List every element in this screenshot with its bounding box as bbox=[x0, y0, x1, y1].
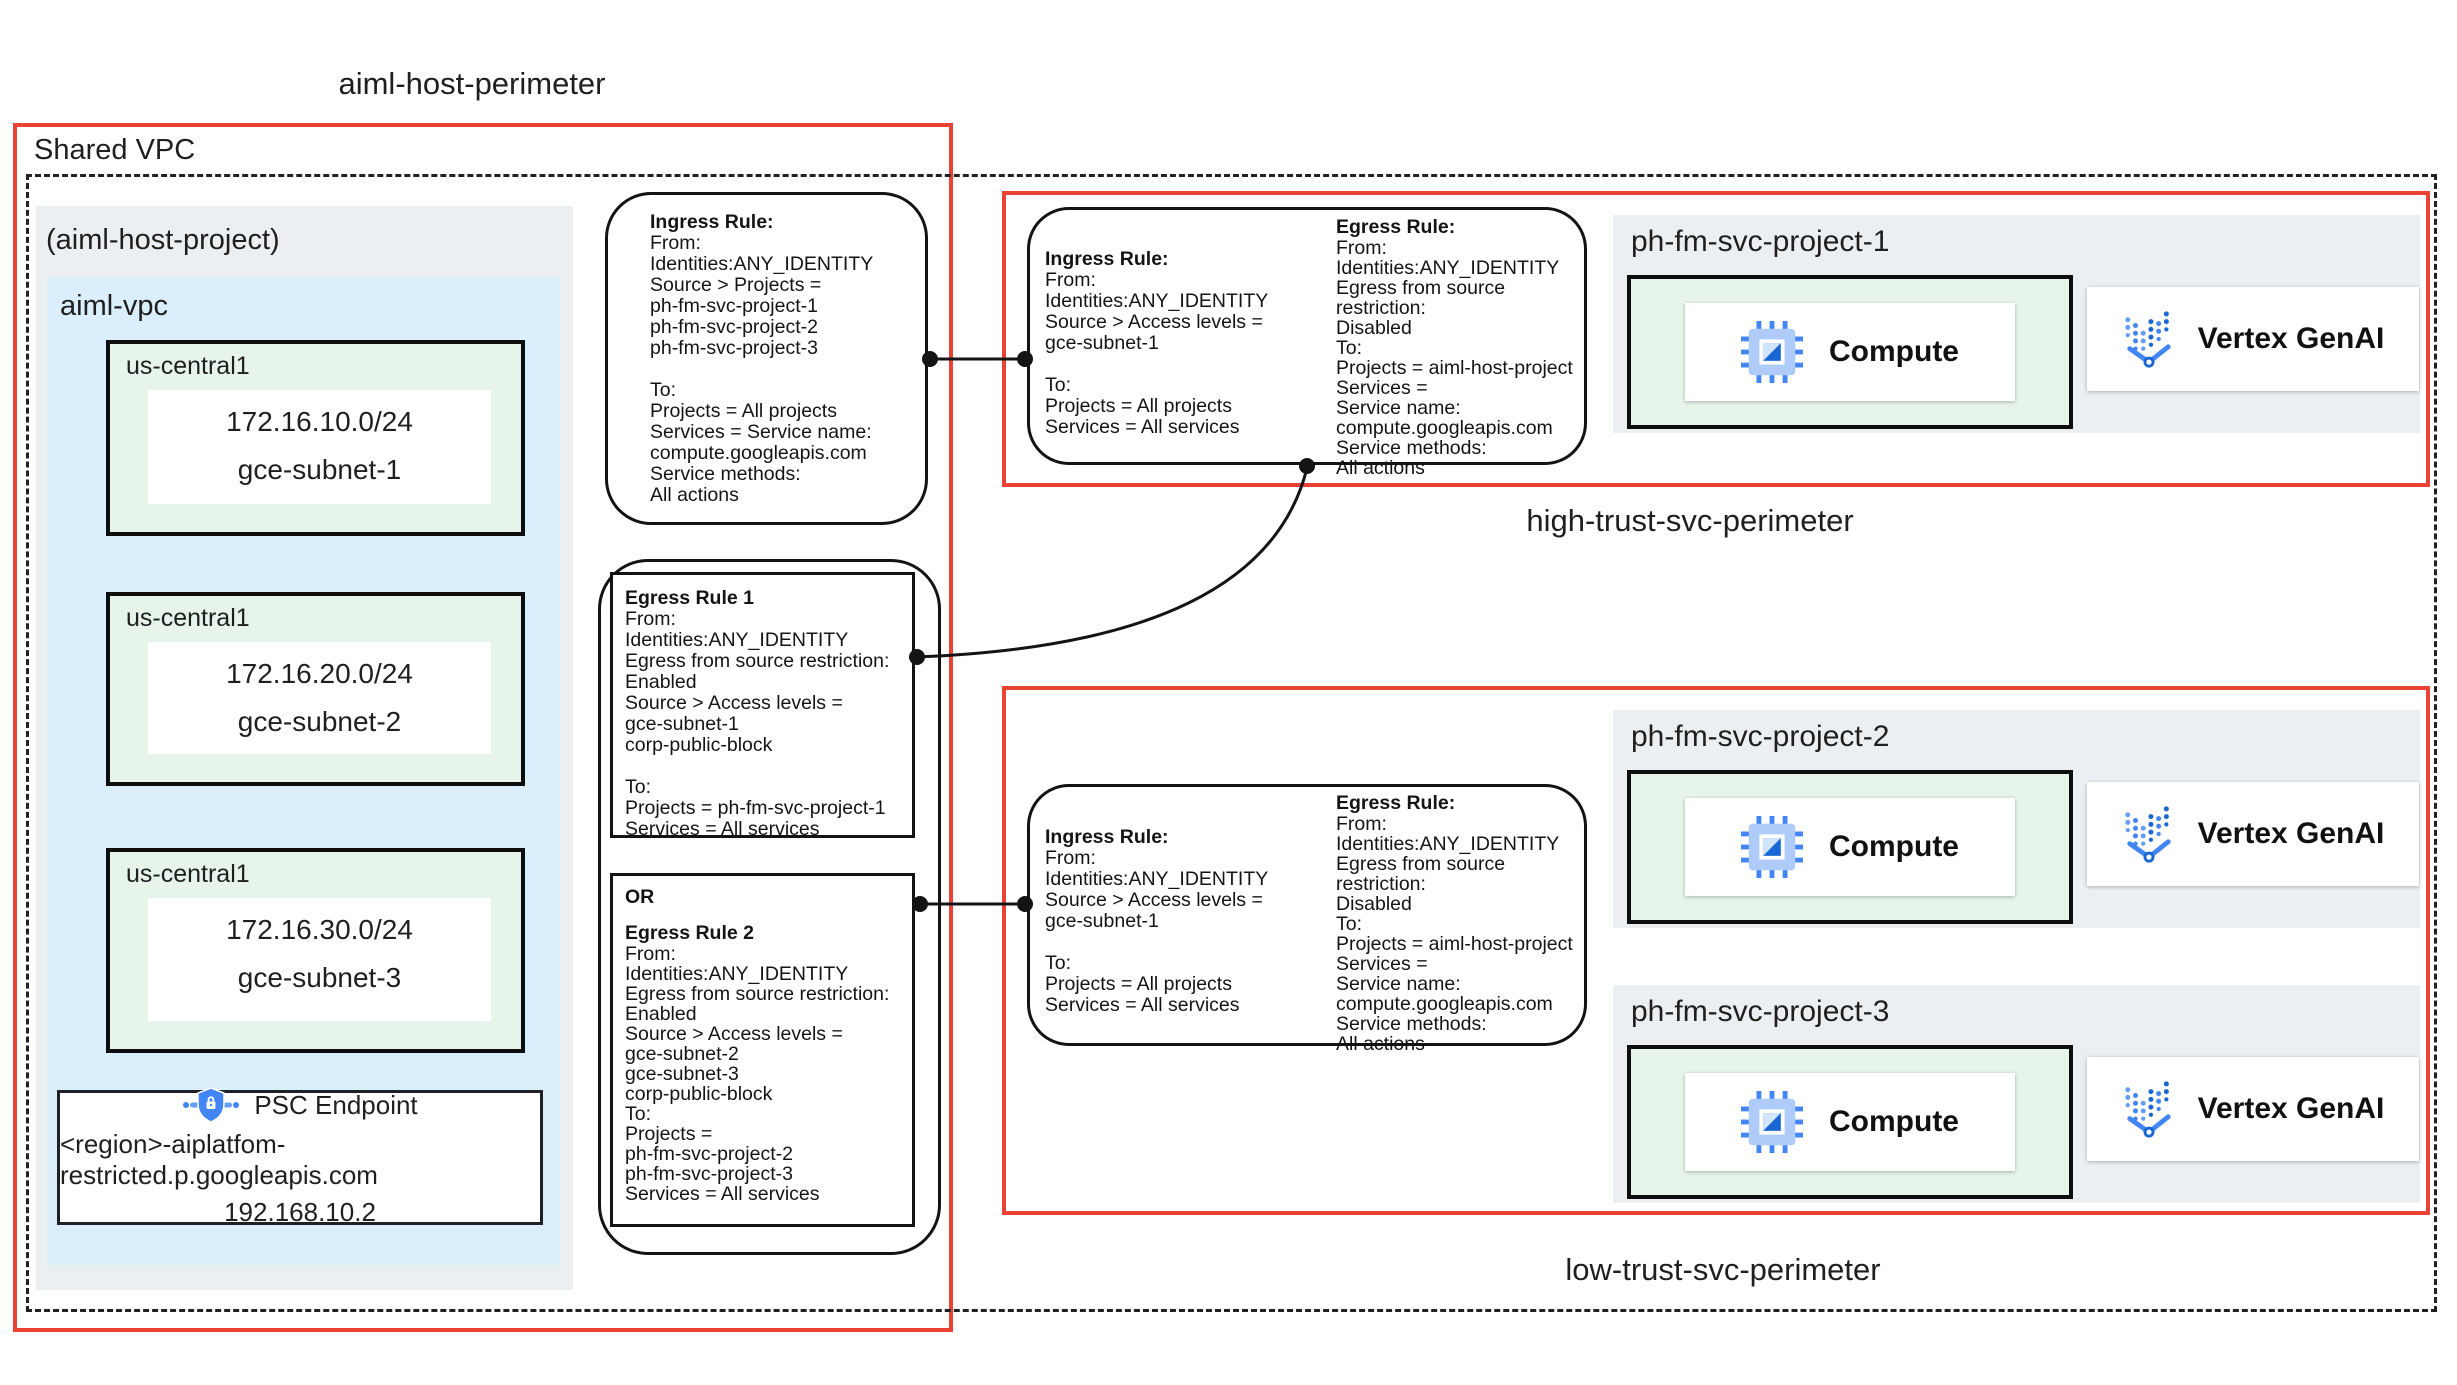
project-2-vertex-label: Vertex GenAI bbox=[2197, 817, 2385, 850]
project-3-compute-frame: Compute bbox=[1627, 1045, 2073, 1199]
high-trust-perimeter-frame bbox=[1002, 191, 2430, 487]
project-3-vertex-card: Vertex GenAI bbox=[2087, 1057, 2419, 1161]
compute-engine-icon bbox=[1741, 321, 1803, 383]
host-egress-rule1-body: From: Identities:ANY_IDENTITY Egress fro… bbox=[625, 608, 890, 840]
subnet-box-3: us-central1 172.16.30.0/24 gce-subnet-3 bbox=[106, 848, 525, 1053]
host-egress-or-label: OR bbox=[625, 886, 655, 908]
low-trust-ingress-body: From: Identities:ANY_IDENTITY Source > A… bbox=[1045, 847, 1269, 1016]
project-2-compute-label: Compute bbox=[1829, 830, 1959, 863]
subnet-2-name: gce-subnet-2 bbox=[237, 706, 402, 737]
low-trust-rules-box bbox=[1027, 784, 1587, 1046]
subnet-3-region: us-central1 bbox=[126, 860, 250, 888]
psc-endpoint-box: PSC Endpoint <region>-aiplatfom-restrict… bbox=[57, 1087, 543, 1227]
high-trust-egress-body: From: Identities:ANY_IDENTITY Egress fro… bbox=[1336, 237, 1573, 479]
aiml-host-perimeter-label: aiml-host-perimeter bbox=[338, 66, 606, 101]
project-panel-2: ph-fm-svc-project-2 Compute bbox=[1613, 710, 2420, 928]
high-trust-ingress-title: Ingress Rule: bbox=[1045, 248, 1169, 270]
compute-engine-icon bbox=[1741, 1091, 1803, 1153]
shared-vpc-label: Shared VPC bbox=[34, 134, 196, 166]
host-egress-rule2-body: From: Identities:ANY_IDENTITY Egress fro… bbox=[625, 943, 890, 1205]
project-panel-1: ph-fm-svc-project-1 Compute bbox=[1613, 215, 2420, 433]
subnet-3-cidr: 172.16.30.0/24 bbox=[226, 914, 413, 945]
subnet-2-cidr: 172.16.20.0/24 bbox=[226, 658, 413, 689]
compute-engine-icon bbox=[1741, 816, 1803, 878]
vpc-network-dashed-frame bbox=[26, 174, 2437, 1312]
low-trust-egress-title: Egress Rule: bbox=[1336, 792, 1456, 814]
project-1-compute-card: Compute bbox=[1685, 303, 2015, 401]
low-trust-perimeter-frame bbox=[1002, 686, 2430, 1215]
low-trust-egress-rule: Egress Rule: From: Identities:ANY_IDENTI… bbox=[1336, 792, 1586, 1054]
psc-endpoint-ip: 192.168.10.2 bbox=[224, 1197, 376, 1227]
subnet-box-1: us-central1 172.16.10.0/24 gce-subnet-1 bbox=[106, 340, 525, 536]
high-trust-ingress-rule: Ingress Rule: From: Identities:ANY_IDENT… bbox=[1045, 248, 1320, 438]
project-3-vertex-label: Vertex GenAI bbox=[2197, 1092, 2385, 1125]
subnet-1-region: us-central1 bbox=[126, 352, 250, 380]
subnet-box-2: us-central1 172.16.20.0/24 gce-subnet-2 bbox=[106, 592, 525, 786]
vertex-genai-icon bbox=[2124, 806, 2171, 863]
high-trust-perimeter-label: high-trust-svc-perimeter bbox=[1526, 503, 1854, 538]
subnet-2-region: us-central1 bbox=[126, 604, 250, 632]
psc-endpoint-fqdn: <region>-aiplatfom-restricted.p.googleap… bbox=[60, 1129, 378, 1190]
low-trust-ingress-title: Ingress Rule: bbox=[1045, 826, 1169, 848]
project-2-vertex-card: Vertex GenAI bbox=[2087, 782, 2419, 886]
host-ingress-rule-title: Ingress Rule: bbox=[650, 211, 774, 233]
vertex-genai-icon bbox=[2124, 1081, 2171, 1138]
project-1-title: ph-fm-svc-project-1 bbox=[1631, 225, 1890, 258]
project-3-compute-card: Compute bbox=[1685, 1073, 2015, 1171]
psc-endpoint-title: PSC Endpoint bbox=[254, 1089, 418, 1120]
aiml-vpc-label: aiml-vpc bbox=[60, 290, 168, 322]
psc-endpoint-icon bbox=[183, 1087, 240, 1123]
project-panel-3: ph-fm-svc-project-3 Compute bbox=[1613, 985, 2420, 1203]
subnet-3-card: 172.16.30.0/24 gce-subnet-3 bbox=[148, 898, 491, 1021]
host-egress-rule2-title: Egress Rule 2 bbox=[625, 922, 754, 944]
project-2-compute-frame: Compute bbox=[1627, 770, 2073, 924]
high-trust-ingress-body: From: Identities:ANY_IDENTITY Source > A… bbox=[1045, 269, 1269, 438]
project-3-title: ph-fm-svc-project-3 bbox=[1631, 995, 1890, 1028]
project-1-compute-frame: Compute bbox=[1627, 275, 2073, 429]
high-trust-rules-box bbox=[1027, 207, 1587, 465]
subnet-1-cidr: 172.16.10.0/24 bbox=[226, 406, 413, 437]
low-trust-egress-body: From: Identities:ANY_IDENTITY Egress fro… bbox=[1336, 813, 1573, 1055]
aiml-host-project-label: (aiml-host-project) bbox=[46, 224, 280, 256]
shared-vpc-perimeter-frame bbox=[13, 123, 953, 1332]
subnet-1-name: gce-subnet-1 bbox=[237, 454, 402, 485]
vertex-genai-icon bbox=[2124, 311, 2171, 368]
host-ingress-rule-box: Ingress Rule: From: Identities:ANY_IDENT… bbox=[605, 192, 928, 525]
host-egress-rule2-box: OR Egress Rule 2 From: Identities:ANY_ID… bbox=[610, 873, 915, 1227]
subnet-3-name: gce-subnet-3 bbox=[237, 962, 402, 993]
project-1-vertex-card: Vertex GenAI bbox=[2087, 287, 2419, 391]
host-egress-rule1-title: Egress Rule 1 bbox=[625, 587, 754, 609]
project-2-title: ph-fm-svc-project-2 bbox=[1631, 720, 1890, 753]
subnet-2-card: 172.16.20.0/24 gce-subnet-2 bbox=[148, 642, 491, 754]
high-trust-egress-title: Egress Rule: bbox=[1336, 216, 1456, 238]
low-trust-perimeter-label: low-trust-svc-perimeter bbox=[1565, 1252, 1881, 1287]
project-1-compute-label: Compute bbox=[1829, 335, 1959, 368]
project-1-vertex-label: Vertex GenAI bbox=[2197, 322, 2385, 355]
project-2-compute-card: Compute bbox=[1685, 798, 2015, 896]
subnet-1-card: 172.16.10.0/24 gce-subnet-1 bbox=[148, 390, 491, 504]
host-egress-rule1-box: Egress Rule 1 From: Identities:ANY_IDENT… bbox=[610, 572, 915, 840]
host-ingress-rule-body: From: Identities:ANY_IDENTITY Source > P… bbox=[650, 232, 874, 506]
project-3-compute-label: Compute bbox=[1829, 1105, 1959, 1138]
low-trust-ingress-rule: Ingress Rule: From: Identities:ANY_IDENT… bbox=[1045, 826, 1320, 1016]
high-trust-egress-rule: Egress Rule: From: Identities:ANY_IDENTI… bbox=[1336, 216, 1586, 478]
